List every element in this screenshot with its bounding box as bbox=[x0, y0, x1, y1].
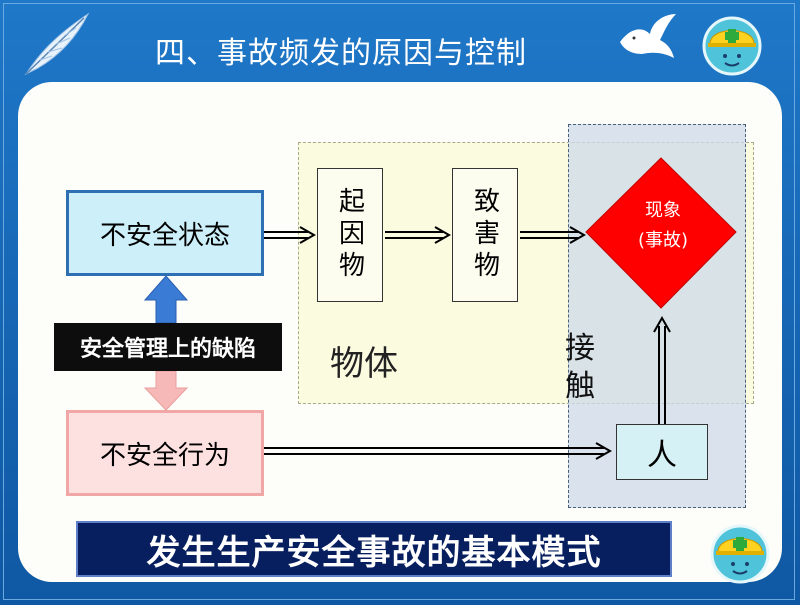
contact-label: 接触 bbox=[565, 331, 595, 404]
arrow-cause-to-causer bbox=[385, 226, 452, 244]
page-title: 四、事故频发的原因与控制 bbox=[155, 36, 527, 71]
unsafe-state-box: 不安全状态 bbox=[66, 190, 264, 276]
phenomenon-diamond bbox=[585, 157, 737, 309]
bottom-caption: 发生生产安全事故的基本模式 bbox=[76, 521, 672, 577]
management-defect-label: 安全管理上的缺陷 bbox=[54, 323, 282, 371]
unsafe-behavior-box: 不安全行为 bbox=[66, 410, 264, 496]
feather-icon bbox=[24, 12, 90, 76]
person-box: 人 bbox=[616, 424, 708, 480]
dove-icon bbox=[620, 14, 676, 58]
cause-object-box: 起因物 bbox=[317, 168, 383, 302]
phenomenon-line-1: 现象 bbox=[645, 200, 681, 221]
phenomenon-line-2: (事故) bbox=[637, 230, 689, 251]
arrow-causer-to-phenomenon bbox=[520, 226, 587, 244]
causer-object-box: 致害物 bbox=[452, 168, 518, 302]
up-arrow bbox=[143, 275, 189, 324]
arrow-state-to-cause bbox=[264, 226, 317, 244]
object-region-label: 物体 bbox=[330, 344, 398, 384]
safety-helmet-mascot-icon bbox=[710, 524, 770, 584]
phenomenon-label: 现象 (事故) bbox=[598, 196, 728, 256]
arrow-person-to-phenomenon bbox=[653, 315, 671, 424]
title-bar: 四、事故频发的原因与控制 bbox=[100, 22, 610, 71]
arrow-behavior-to-person bbox=[264, 442, 613, 460]
down-arrow bbox=[143, 370, 189, 411]
safety-helmet-mascot-icon bbox=[702, 16, 762, 76]
